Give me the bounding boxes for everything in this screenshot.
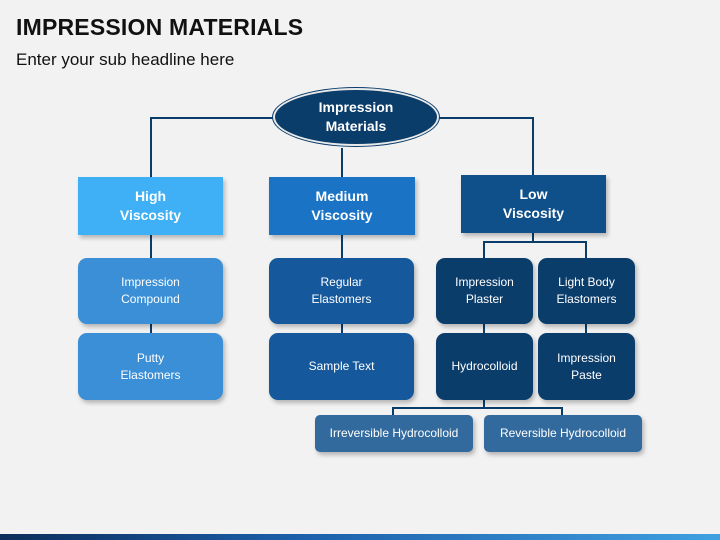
low-item-light-body-elastomers: Light Body Elastomers	[538, 258, 635, 324]
connector-hydro-split	[392, 407, 563, 415]
category-medium-viscosity: Medium Viscosity	[269, 177, 415, 235]
connector-root-low	[437, 117, 534, 175]
high-item-putty-elastomers: Putty Elastomers	[78, 333, 223, 400]
root-node-impression-materials: Impression Materials	[273, 88, 439, 146]
hydrocolloid-reversible: Reversible Hydrocolloid	[484, 415, 642, 452]
hydrocolloid-irreversible: Irreversible Hydrocolloid	[315, 415, 473, 452]
connector-root-high	[150, 117, 274, 177]
low-item-hydrocolloid: Hydrocolloid	[436, 333, 533, 400]
page-title: IMPRESSION MATERIALS	[16, 14, 304, 40]
page-subtitle: Enter your sub headline here	[16, 50, 235, 69]
medium-item-regular-elastomers: Regular Elastomers	[269, 258, 414, 324]
category-high-viscosity: High Viscosity	[78, 177, 223, 235]
low-item-impression-plaster: Impression Plaster	[436, 258, 533, 324]
connector-low-split	[483, 241, 587, 258]
footer-accent-bar	[0, 534, 720, 540]
medium-item-sample-text: Sample Text	[269, 333, 414, 400]
low-item-impression-paste: Impression Paste	[538, 333, 635, 400]
category-low-viscosity: Low Viscosity	[461, 175, 606, 233]
high-item-impression-compound: Impression Compound	[78, 258, 223, 324]
